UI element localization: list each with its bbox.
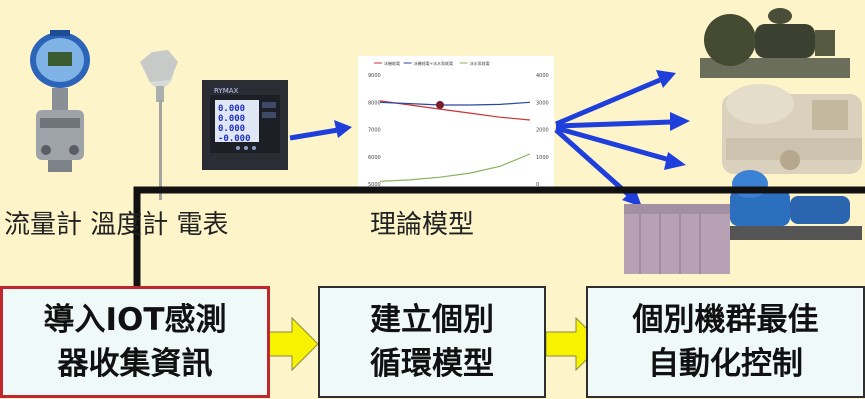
arrows-to-equipment [554, 70, 690, 207]
step-box-3: 個別機群最佳 自動化控制 [586, 286, 865, 398]
cooling-tower-image [624, 204, 730, 274]
step-box-2: 建立個別 循環模型 [318, 286, 546, 398]
meter-reading-2: 0.000 [218, 114, 245, 124]
chart-series [379, 100, 531, 182]
legend-label: 冰機耗電+冰水泵耗電 [414, 60, 453, 66]
pump-image-blue [716, 170, 862, 240]
chart-optimum-point [436, 100, 444, 109]
step-box-1: 導入IOT感測 器收集資訊 [0, 286, 270, 398]
step-2-line-2: 循環模型 [370, 346, 494, 382]
chart-y-ticks-left: 9000 8000 7000 6000 5000 [368, 73, 381, 188]
chart-tick-left: 6000 [368, 155, 381, 161]
chart-tick-right: 0 [536, 182, 539, 188]
legend-label: 冰機耗電 [384, 60, 400, 66]
chart-series-line [379, 153, 531, 182]
chart-tick-left: 9000 [368, 73, 381, 79]
step-1-line-2: 器收集資訊 [57, 346, 213, 382]
chart-tick-left: 8000 [368, 100, 381, 106]
legend-label: 冰水泵耗電 [470, 60, 490, 66]
sensors-caption: 流量計 溫度計 電表 [4, 210, 229, 240]
chart-series-line [379, 101, 531, 106]
step-arrow-1 [261, 316, 319, 372]
model-chart: 9000 8000 7000 6000 5000 4000 3000 2000 1000 0 冰… [358, 56, 554, 190]
chart-tick-right: 4000 [536, 73, 549, 79]
flow-connector-line [133, 186, 865, 287]
chart-tick-right: 1000 [536, 155, 549, 161]
meter-reading-1: 0.000 [218, 104, 245, 114]
meter-brand: RYMAX [214, 87, 239, 95]
thermometer-probe-image [140, 50, 178, 200]
step-1-line-1: 導入IOT感測 [43, 302, 227, 338]
flow-meter-image [30, 30, 90, 172]
chart-series-line [379, 100, 531, 121]
step-2-line-1: 建立個別 [370, 302, 494, 338]
arrow-to-model [289, 120, 352, 141]
chart-tick-left: 7000 [368, 128, 381, 134]
meter-reading-3: 0.000 [218, 124, 245, 134]
power-meter-image: RYMAX 0.000 0.000 0.000 -0.000 [202, 80, 288, 170]
model-caption: 理論模型 [370, 210, 475, 240]
chart-legend: 冰機耗電 冰機耗電+冰水泵耗電 冰水泵耗電 [374, 60, 490, 66]
chart-tick-left: 5000 [368, 182, 381, 188]
meter-reading-4: -0.000 [218, 134, 251, 144]
step-3-line-1: 個別機群最佳 [632, 302, 819, 338]
chart-tick-right: 2000 [536, 128, 549, 134]
chart-y-ticks-right: 4000 3000 2000 1000 0 [536, 73, 549, 188]
chiller-image [722, 84, 862, 174]
step-3-line-2: 自動化控制 [648, 346, 803, 382]
chart-tick-right: 3000 [536, 100, 549, 106]
pump-image-top [700, 8, 850, 78]
